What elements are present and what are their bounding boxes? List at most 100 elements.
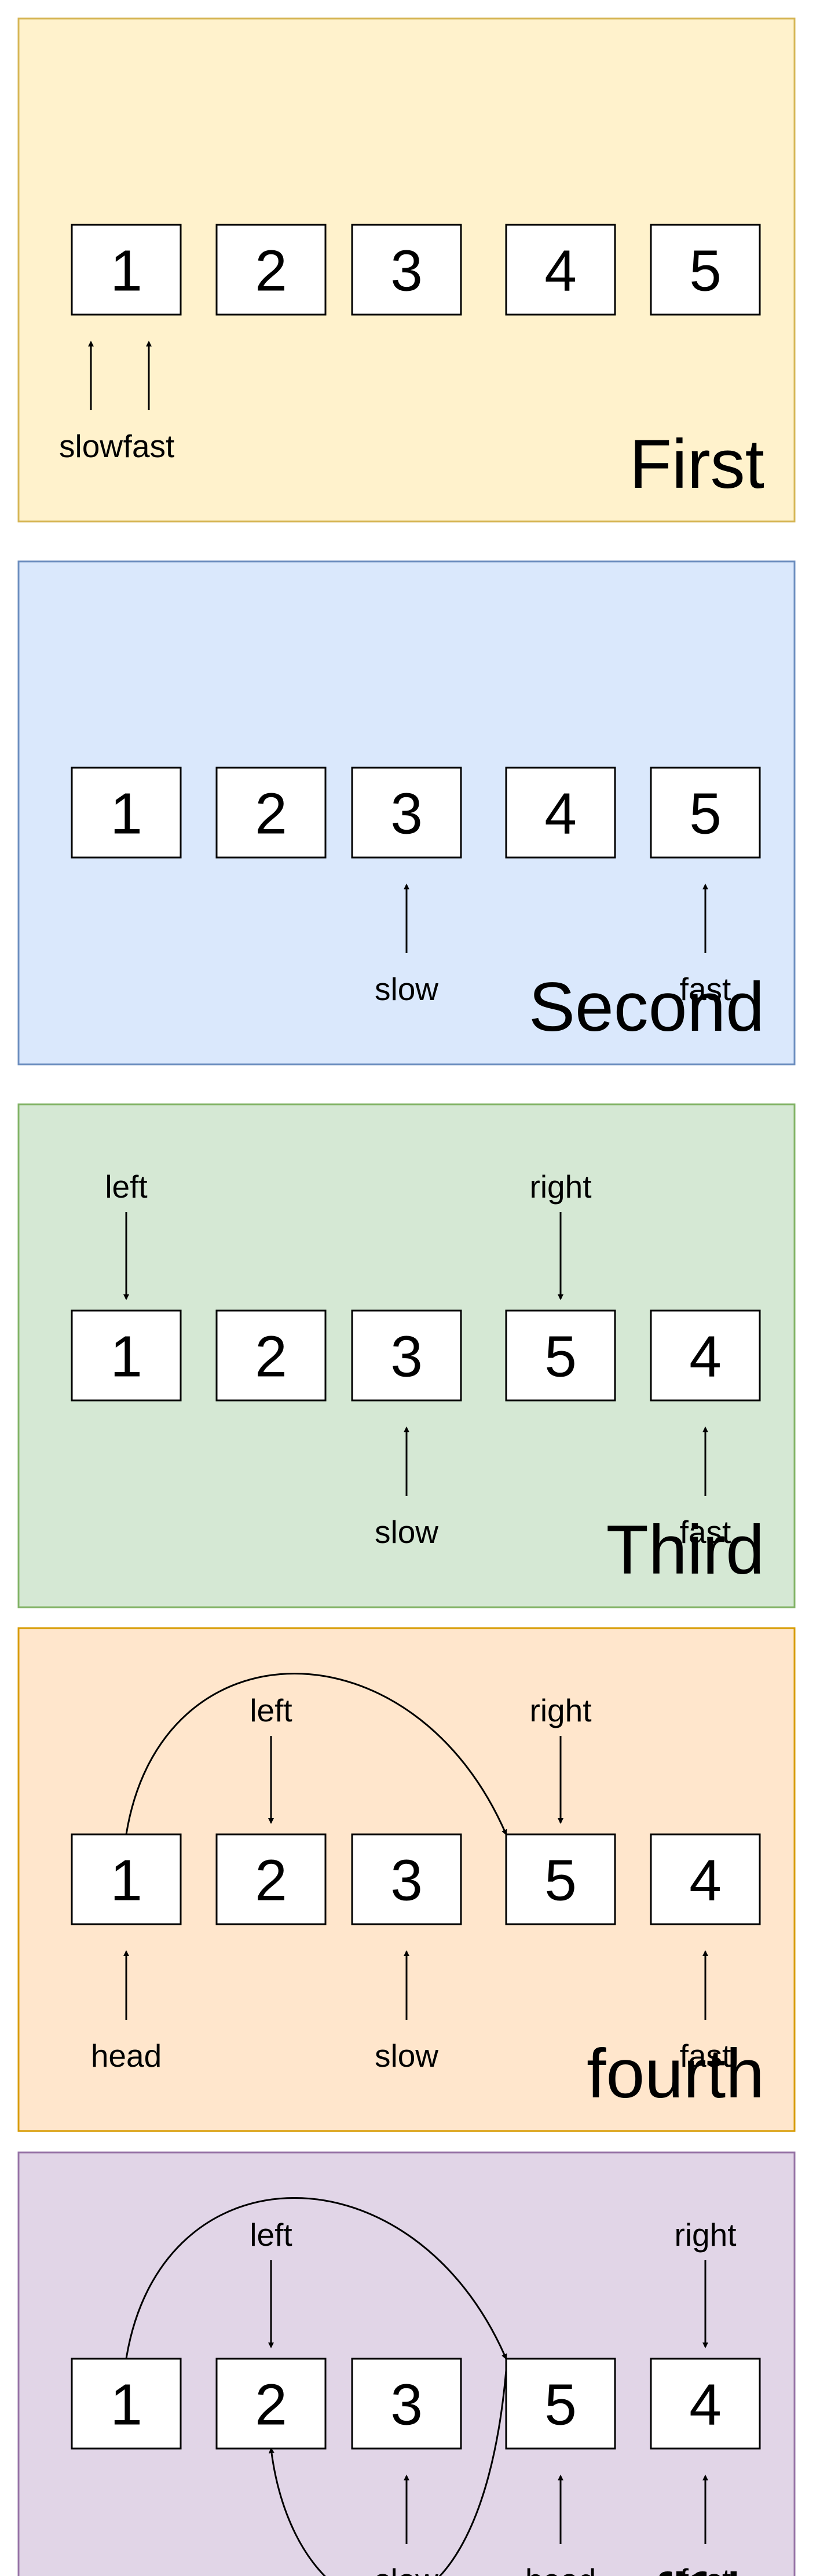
node-value: 4	[689, 1848, 722, 1913]
node-box	[650, 224, 761, 316]
list-node: 4	[650, 1309, 761, 1402]
node-value: 3	[390, 1325, 423, 1389]
node-box	[215, 2358, 327, 2450]
list-node: 5	[505, 2358, 616, 2450]
node-value: 4	[544, 239, 577, 304]
node-box	[351, 1833, 462, 1925]
node-value: 2	[255, 782, 287, 846]
pointer-label: fast	[680, 1514, 731, 1550]
pointer-label: left	[105, 1169, 147, 1205]
pointer-left: left	[250, 2217, 292, 2348]
panel-fifth: 1 23 5 4 left right slow head fastfifth	[17, 2151, 796, 2576]
node-box	[71, 767, 182, 859]
list-node: 1	[71, 1833, 182, 1925]
list-node: 3	[351, 2358, 462, 2450]
node-value: 1	[110, 239, 142, 304]
pointer-fast: fast	[680, 884, 731, 1007]
node-value: 1	[110, 2373, 142, 2438]
node-box	[351, 767, 462, 859]
pointer-right: right	[530, 1169, 592, 1300]
panel-title: Third	[606, 1511, 764, 1589]
node-value: 3	[390, 782, 423, 846]
pointer-label: right	[675, 2217, 737, 2253]
list-node: 1	[71, 2358, 182, 2450]
node-box	[351, 2358, 462, 2450]
pointer-label: left	[250, 1692, 292, 1728]
node-value: 3	[390, 1848, 423, 1913]
list-node: 1	[71, 767, 182, 859]
node-value: 5	[544, 1325, 577, 1389]
pointer-label: slow	[375, 1514, 438, 1550]
list-node: 2	[215, 2358, 327, 2450]
node-box	[505, 1309, 616, 1402]
pointer-label: slow	[375, 971, 438, 1007]
pointer-right: right	[530, 1692, 592, 1824]
link-arrow	[125, 2197, 507, 2360]
list-node: 2	[215, 1833, 327, 1925]
list-node: 4	[505, 767, 616, 859]
pointer-label: fast	[680, 971, 731, 1007]
node-value: 5	[689, 782, 722, 846]
node-value: 4	[544, 782, 577, 846]
node-value: 1	[110, 1848, 142, 1913]
node-box	[71, 1309, 182, 1402]
node-value: 4	[689, 1325, 722, 1389]
node-box	[650, 1309, 761, 1402]
pointer-right: right	[675, 2217, 737, 2348]
list-node: 3	[351, 767, 462, 859]
pointer-label: fast	[123, 428, 175, 464]
pointer-fast: fast	[680, 1950, 731, 2074]
list-node: 5	[650, 767, 761, 859]
pointer-label: slow	[59, 428, 123, 464]
node-box	[215, 224, 327, 316]
node-value: 1	[110, 782, 142, 846]
node-value: 3	[390, 2373, 423, 2438]
node-value: 2	[255, 239, 287, 304]
node-value: 5	[544, 2373, 577, 2438]
node-box	[505, 1833, 616, 1925]
list-node: 4	[650, 2358, 761, 2450]
list-node: 5	[650, 224, 761, 316]
pointer-head: head	[525, 2475, 596, 2576]
pointer-label: right	[530, 1692, 592, 1728]
pointer-slow: slow	[375, 884, 438, 1007]
link-arrow	[269, 2370, 507, 2576]
node-value: 5	[689, 239, 722, 304]
pointer-head: head	[91, 1950, 162, 2074]
node-value: 4	[689, 2373, 722, 2438]
node-box	[505, 2358, 616, 2450]
list-node: 3	[351, 1833, 462, 1925]
pointer-label: fast	[680, 2038, 731, 2074]
node-box	[650, 2358, 761, 2450]
list-node: 4	[505, 224, 616, 316]
pointer-slow: slow	[375, 1426, 438, 1550]
pointer-label: left	[250, 2217, 292, 2253]
node-box	[215, 1309, 327, 1402]
node-value: 3	[390, 239, 423, 304]
list-node: 5	[505, 1309, 616, 1402]
pointer-fast: fast	[123, 341, 175, 464]
node-box	[650, 1833, 761, 1925]
panel-title: fifth	[653, 2559, 764, 2576]
pointer-label: slow	[375, 2562, 438, 2576]
link-arrow	[125, 1673, 507, 1836]
list-node: 5	[505, 1833, 616, 1925]
node-box	[215, 1833, 327, 1925]
node-box	[71, 2358, 182, 2450]
list-node: 4	[650, 1833, 761, 1925]
node-box	[650, 767, 761, 859]
pointer-label: right	[530, 1169, 592, 1205]
pointer-slow: slow	[59, 341, 123, 464]
pointer-label: slow	[375, 2038, 438, 2074]
panel-title: First	[629, 425, 764, 503]
pointer-label: fast	[680, 2562, 731, 2576]
pointer-fast: fast	[680, 1426, 731, 1550]
list-node: 1	[71, 224, 182, 316]
node-box	[351, 224, 462, 316]
list-node: 2	[215, 224, 327, 316]
list-node: 3	[351, 224, 462, 316]
